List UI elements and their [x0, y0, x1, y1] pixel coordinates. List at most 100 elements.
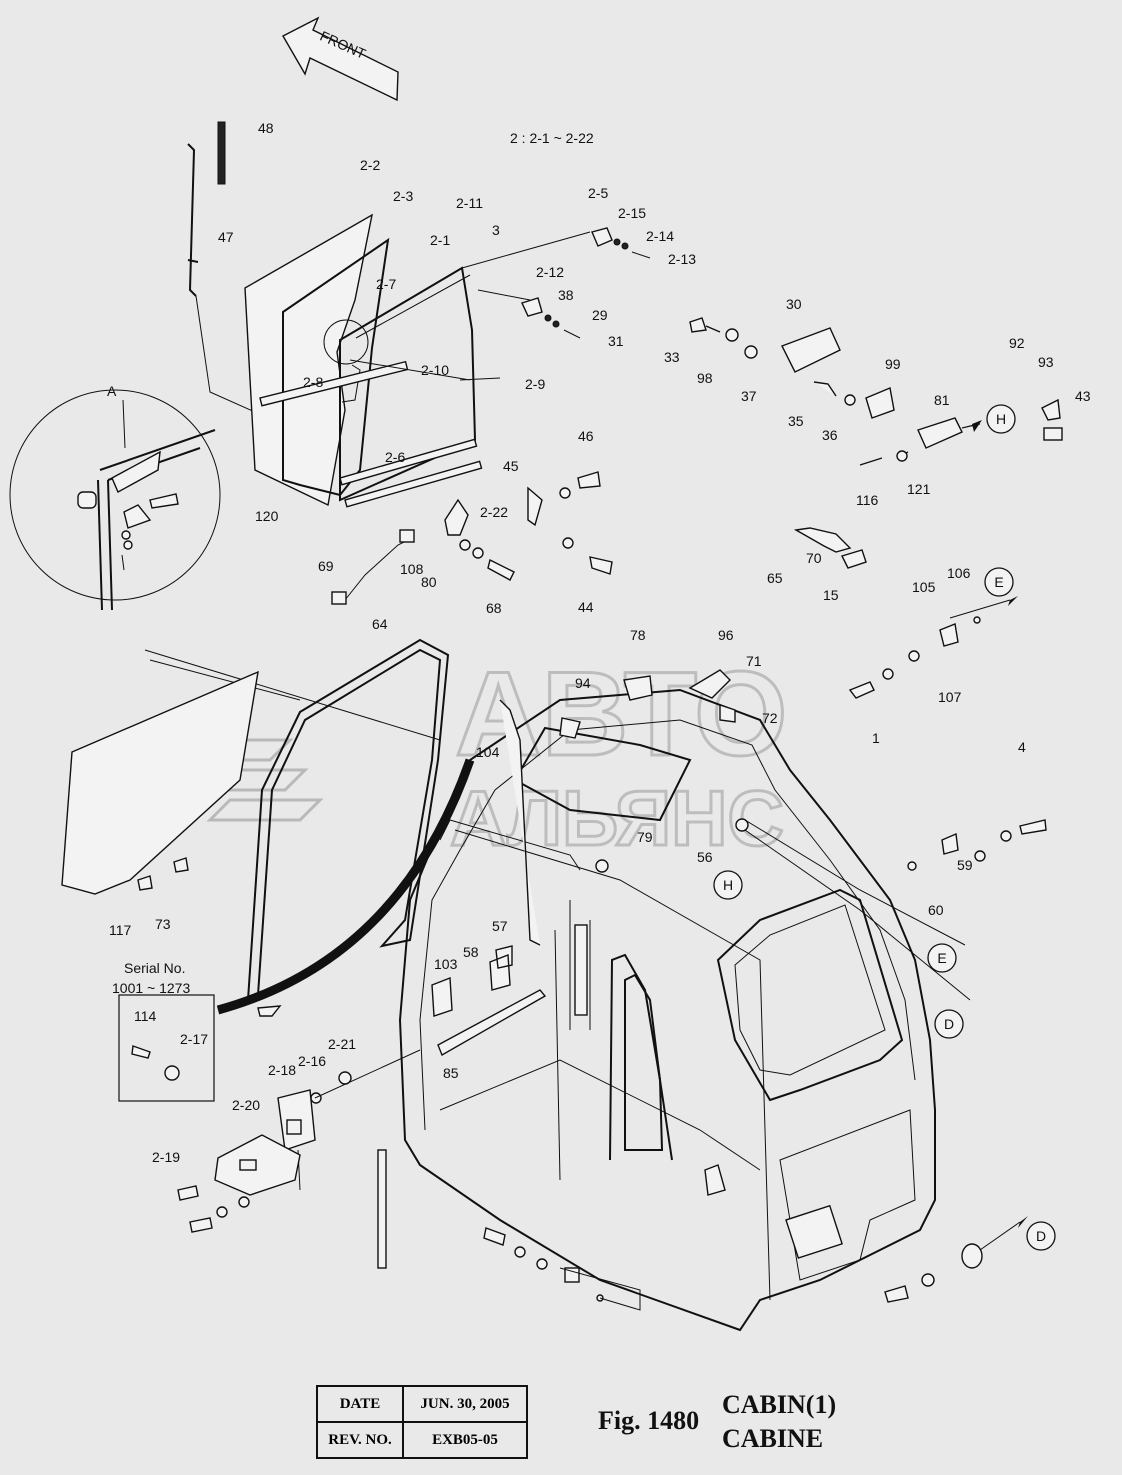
- callout-64: 64: [372, 616, 388, 632]
- callout-104: 104: [476, 744, 500, 760]
- callout-73: 73: [155, 916, 171, 932]
- callout-2-19: 2-19: [152, 1149, 180, 1165]
- ref-marker-label-H: H: [723, 877, 733, 893]
- callout-72: 72: [762, 710, 778, 726]
- callout-80: 80: [421, 574, 437, 590]
- callout-114: 114: [134, 1008, 157, 1024]
- callout-57: 57: [492, 918, 508, 934]
- latch-hardware: [331, 471, 867, 605]
- callout-56: 56: [697, 849, 713, 865]
- callout-45: 45: [503, 458, 519, 474]
- ref-marker-label-E: E: [994, 574, 1003, 590]
- callout-70: 70: [806, 550, 822, 566]
- callout-2-20: 2-20: [232, 1097, 260, 1113]
- ref-marker-label-E: E: [937, 950, 946, 966]
- callout-81: 81: [934, 392, 950, 408]
- callout-2-5: 2-5: [588, 185, 608, 201]
- callout-29: 29: [592, 307, 608, 323]
- date-value: JUN. 30, 2005: [402, 1385, 528, 1423]
- callout-107: 107: [938, 689, 962, 705]
- callout-116: 116: [856, 492, 879, 508]
- callout-106: 106: [947, 565, 971, 581]
- callout-30: 30: [786, 296, 802, 312]
- callout-108: 108: [400, 561, 424, 577]
- callout-2-1: 2-1: [430, 232, 450, 248]
- figure-title-en: CABIN(1): [722, 1390, 837, 1419]
- callout-71: 71: [746, 653, 762, 669]
- callout-79: 79: [637, 829, 653, 845]
- callout-59: 59: [957, 857, 973, 873]
- callout-2-6: 2-6: [385, 449, 405, 465]
- callout-96: 96: [718, 627, 734, 643]
- reference-markers: H H E E D D: [713, 404, 1056, 1251]
- lower-hardware: [177, 420, 1028, 1311]
- callout-121: 121: [907, 481, 931, 497]
- callout-2-22: 2-22: [480, 504, 508, 520]
- callout-92: 92: [1009, 335, 1025, 351]
- callout-2-14: 2-14: [646, 228, 674, 244]
- watermark-line2: АЛЬЯНС: [450, 774, 784, 862]
- detail-leader: [144, 649, 441, 741]
- callout-2-21: 2-21: [328, 1036, 356, 1052]
- title-block: DATE JUN. 30, 2005 REV. NO. EXB05-05: [316, 1385, 528, 1459]
- callout-2-13: 2-13: [668, 251, 696, 267]
- figure-number: Fig. 1480: [598, 1406, 700, 1435]
- serial-line1: Serial No.: [124, 960, 185, 976]
- callout-layer: 48472-22-32-12-1132-72-82-102-92-62-2212…: [109, 120, 1091, 1165]
- callout-78: 78: [630, 627, 646, 643]
- front-arrow: FRONT: [282, 16, 399, 102]
- callout-2-8: 2-8: [303, 374, 323, 390]
- ref-marker-label-H: H: [996, 411, 1006, 427]
- ref-marker-E: E: [927, 943, 957, 973]
- callout-105: 105: [912, 579, 936, 595]
- ref-marker-D: D: [934, 1009, 964, 1039]
- door-window-assembly: [244, 213, 591, 508]
- callout-2-2: 2-2: [360, 157, 380, 173]
- callout-33: 33: [664, 349, 680, 365]
- callout-44: 44: [578, 599, 594, 615]
- callout-35: 35: [788, 413, 804, 429]
- rev-label: REV. NO.: [316, 1421, 404, 1459]
- cabin-body: [398, 616, 1047, 1332]
- callout-2-16: 2-16: [298, 1053, 326, 1069]
- callout-94: 94: [575, 675, 591, 691]
- callout-60: 60: [928, 902, 944, 918]
- callout-2-11: 2-11: [456, 195, 483, 211]
- callout-36: 36: [822, 427, 838, 443]
- assembly-note: 2 : 2-1 ~ 2-22: [510, 130, 594, 146]
- callout-58: 58: [463, 944, 479, 960]
- callout-3: 3: [492, 222, 500, 238]
- detail-view-a: A: [9, 383, 221, 611]
- callout-48: 48: [258, 120, 274, 136]
- ref-marker-label-D: D: [1036, 1228, 1046, 1244]
- callout-43: 43: [1075, 388, 1091, 404]
- serial-box: Serial No. 1001 ~ 1273: [112, 960, 215, 1102]
- callout-68: 68: [486, 600, 502, 616]
- callout-65: 65: [767, 570, 783, 586]
- ref-marker-H: H: [713, 870, 743, 900]
- callout-2-9: 2-9: [525, 376, 545, 392]
- upper-hardware: [521, 227, 1063, 466]
- callout-2-18: 2-18: [268, 1062, 296, 1078]
- rev-value: EXB05-05: [402, 1421, 528, 1459]
- ref-marker-label-D: D: [944, 1016, 954, 1032]
- serial-line2: 1001 ~ 1273: [112, 980, 190, 996]
- callout-2-7: 2-7: [376, 276, 396, 292]
- callout-47: 47: [218, 229, 234, 245]
- ref-marker-D: D: [1026, 1221, 1056, 1251]
- ref-marker-E: E: [984, 567, 1014, 597]
- wiper-assembly: [187, 121, 256, 413]
- figure-title-fr: CABINE: [722, 1424, 824, 1453]
- callout-37: 37: [741, 388, 757, 404]
- callout-2-12: 2-12: [536, 264, 564, 280]
- callout-2-15: 2-15: [618, 205, 646, 221]
- callout-2-3: 2-3: [393, 188, 413, 204]
- callout-117: 117: [109, 922, 132, 938]
- callout-1: 1: [872, 730, 880, 746]
- callout-120: 120: [255, 508, 279, 524]
- callout-31: 31: [608, 333, 624, 349]
- callout-2-17: 2-17: [180, 1031, 208, 1047]
- date-label: DATE: [316, 1385, 404, 1423]
- detail-label-a: A: [107, 383, 117, 399]
